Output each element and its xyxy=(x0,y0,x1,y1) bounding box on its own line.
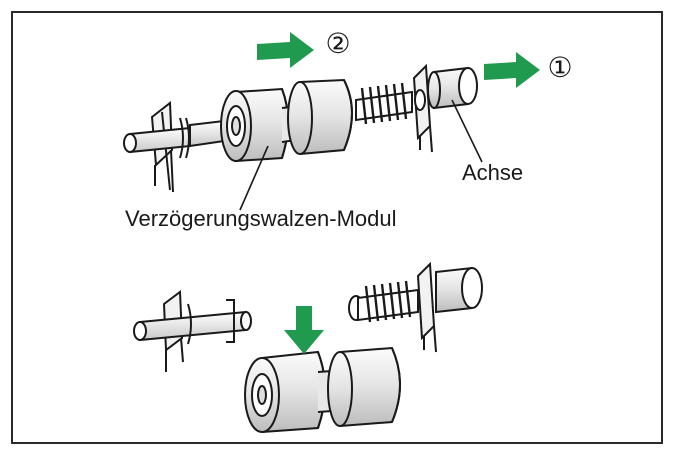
spring-top xyxy=(355,82,413,125)
bottom-assembly xyxy=(133,261,483,433)
arrow-step1 xyxy=(484,52,540,88)
axle-label: Achse xyxy=(462,160,523,185)
left-bracket-bottom xyxy=(133,290,252,372)
module-leader-line xyxy=(239,145,269,211)
arrow-down xyxy=(284,306,324,354)
right-assembly-bottom xyxy=(348,261,483,353)
step2-marker: ② xyxy=(325,27,350,60)
delay-roller-module-bottom xyxy=(244,346,401,433)
module-label: Verzögerungswalzen-Modul xyxy=(125,206,397,231)
axle-top xyxy=(427,66,478,110)
step1-marker: ① xyxy=(547,51,572,84)
right-bracket-top xyxy=(412,63,433,153)
left-shaft-top xyxy=(123,117,191,159)
top-assembly xyxy=(123,63,483,211)
delay-roller-module-top xyxy=(220,78,353,162)
arrow-step2 xyxy=(257,32,314,68)
axle-leader-line xyxy=(451,99,483,163)
